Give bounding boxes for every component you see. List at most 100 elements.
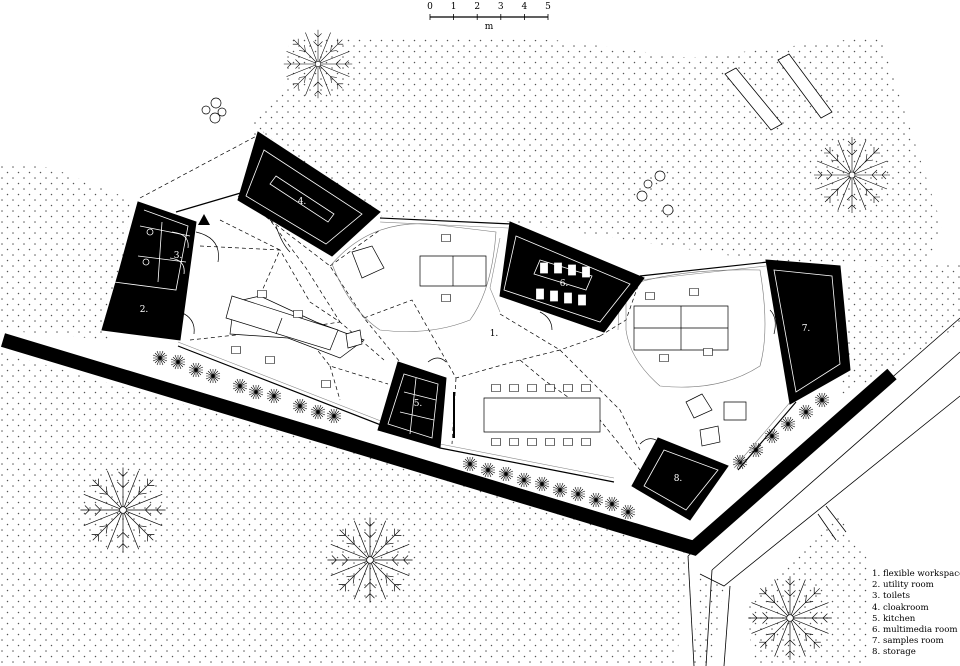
scale-tick: 5 bbox=[545, 2, 551, 12]
plant-icon bbox=[798, 404, 814, 420]
chair-icon bbox=[293, 310, 303, 318]
table-south bbox=[483, 397, 601, 433]
room-utility bbox=[101, 201, 197, 341]
room-label-7: 7. bbox=[802, 324, 811, 334]
plant-icon bbox=[310, 404, 326, 420]
chair-icon bbox=[568, 264, 576, 276]
scale-bar: 0 1 2 3 4 5 m bbox=[427, 2, 551, 32]
plant-icon bbox=[480, 462, 496, 478]
plant-icon bbox=[534, 476, 550, 492]
room-labels: 1. 2. 3. 4. 5. 6. 7. 8. bbox=[140, 197, 811, 484]
chair-icon bbox=[231, 346, 241, 354]
perimeter-wall bbox=[0, 333, 897, 556]
chair-icon bbox=[703, 348, 713, 356]
room-storage bbox=[631, 437, 729, 521]
north-arrow-icon bbox=[198, 214, 210, 225]
chair-icon bbox=[527, 384, 537, 392]
plant-icon bbox=[292, 398, 308, 414]
scale-tick: 0 bbox=[427, 2, 433, 12]
chair-icon bbox=[509, 438, 519, 446]
chair-icon bbox=[563, 438, 573, 446]
legend-item: 2. utility room bbox=[872, 580, 934, 591]
plant-icon bbox=[588, 492, 604, 508]
chair-icon bbox=[578, 294, 586, 306]
plant-icon bbox=[604, 496, 620, 512]
plant-icon bbox=[170, 354, 186, 370]
plant-icon bbox=[266, 388, 282, 404]
plant-icon bbox=[188, 362, 204, 378]
paths bbox=[687, 317, 960, 666]
room-label-6: 6. bbox=[560, 279, 569, 289]
plant-icon bbox=[326, 408, 342, 424]
legend-item: 4. cloakroom bbox=[872, 602, 929, 613]
scale-tick: 2 bbox=[474, 2, 480, 12]
scale-tick: 4 bbox=[522, 2, 528, 12]
chair-icon bbox=[540, 262, 548, 274]
tree-icon bbox=[813, 136, 891, 214]
legend-item: 8. storage bbox=[872, 647, 916, 658]
benches bbox=[724, 53, 833, 131]
plant-icon bbox=[152, 350, 168, 366]
room-samples bbox=[765, 259, 851, 405]
chair-icon bbox=[564, 292, 572, 304]
room-label-3: 3. bbox=[174, 251, 183, 261]
plant-icon bbox=[814, 392, 830, 408]
room-cloakroom bbox=[237, 131, 381, 257]
plant-icon bbox=[780, 416, 796, 432]
plant-icon bbox=[516, 472, 532, 488]
room-legend: 1. flexible workspace 2. utility room 3.… bbox=[872, 569, 960, 659]
lawn-north bbox=[248, 36, 942, 262]
chair-icon bbox=[545, 384, 555, 392]
tree-icon bbox=[283, 29, 353, 99]
chair-icon bbox=[645, 292, 655, 300]
chair-icon bbox=[689, 288, 699, 296]
landscape bbox=[0, 36, 960, 666]
chair-icon bbox=[536, 288, 544, 300]
legend-item: 5. kitchen bbox=[872, 613, 916, 624]
outdoor-seating bbox=[201, 97, 674, 216]
lawn-southeast bbox=[748, 512, 868, 666]
scale-tick: 1 bbox=[451, 2, 457, 12]
room-multimedia bbox=[499, 221, 645, 333]
chair-icon bbox=[441, 294, 451, 302]
plant-icon bbox=[552, 482, 568, 498]
lawn-west bbox=[0, 162, 132, 340]
legend-item: 1. flexible workspace bbox=[872, 569, 960, 579]
plant-icon bbox=[205, 368, 221, 384]
chair-icon bbox=[491, 438, 501, 446]
plant-icon bbox=[232, 378, 248, 394]
legend-item: 6. multimedia room bbox=[872, 625, 958, 636]
room-label-4: 4. bbox=[298, 197, 307, 207]
chair-icon bbox=[321, 380, 331, 388]
tables-east-small bbox=[685, 393, 713, 419]
floor-zones bbox=[331, 223, 766, 388]
lawn-east bbox=[840, 262, 960, 395]
chair-icon bbox=[659, 354, 669, 362]
plant-icon bbox=[248, 384, 264, 400]
plant-icon bbox=[570, 486, 586, 502]
chair-icon bbox=[265, 356, 275, 364]
chair-icon bbox=[527, 438, 537, 446]
furniture bbox=[225, 245, 747, 447]
chair-icon bbox=[491, 384, 501, 392]
plant-icon bbox=[462, 456, 478, 472]
room-label-8: 8. bbox=[674, 474, 683, 484]
scale-tick: 3 bbox=[498, 2, 504, 12]
chair-icon bbox=[441, 234, 451, 242]
chair-icon bbox=[581, 438, 591, 446]
chair-icon bbox=[581, 384, 591, 392]
chair-icon bbox=[582, 266, 590, 278]
tree-icon bbox=[327, 517, 413, 603]
chair-icon bbox=[563, 384, 573, 392]
legend-item: 3. toilets bbox=[872, 591, 911, 602]
legend-item: 7. samples room bbox=[872, 636, 944, 647]
table-north bbox=[351, 245, 385, 279]
room-label-1: 1. bbox=[490, 329, 499, 339]
plant-icon bbox=[620, 504, 636, 520]
chair-icon bbox=[554, 262, 562, 274]
scale-unit: m bbox=[485, 22, 494, 32]
tree-icon bbox=[80, 467, 166, 553]
chair-icon bbox=[545, 438, 555, 446]
chair-icon bbox=[550, 290, 558, 302]
